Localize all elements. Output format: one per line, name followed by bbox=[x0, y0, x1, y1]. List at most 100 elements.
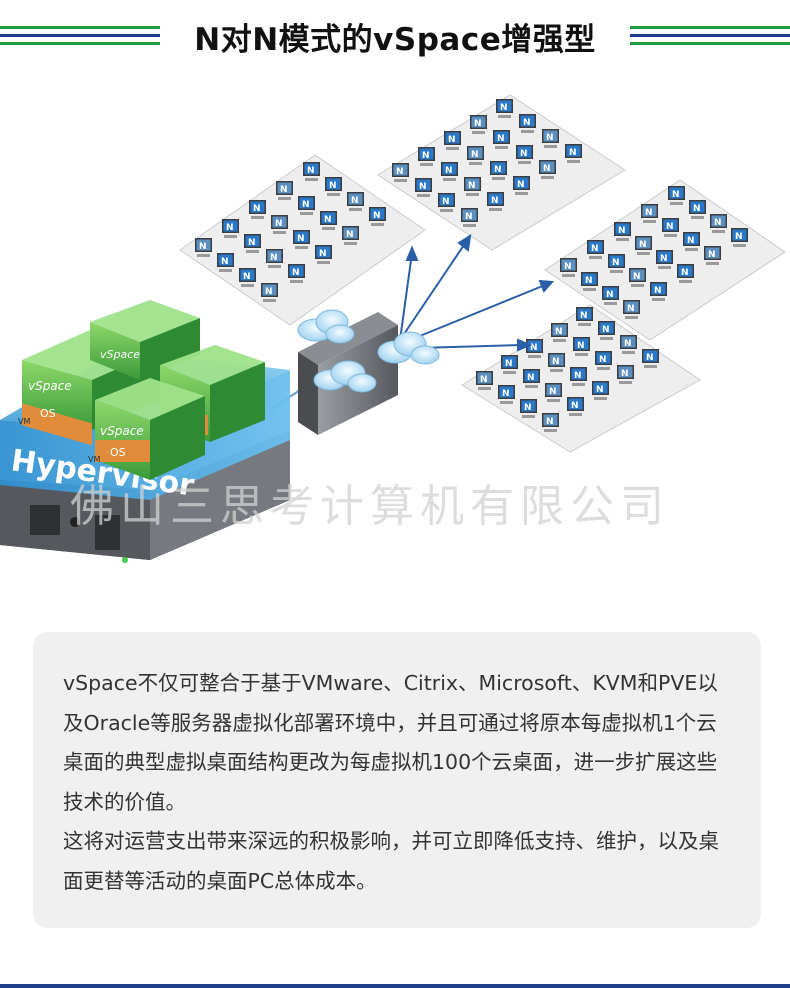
monitor-icon: N bbox=[523, 369, 540, 388]
monitor-badge: N bbox=[618, 226, 626, 236]
monitor-badge: N bbox=[624, 339, 632, 349]
title-decoration-right bbox=[630, 26, 790, 50]
monitor-icon: N bbox=[573, 337, 590, 356]
monitor-badge: N bbox=[552, 357, 560, 367]
monitor-badge: N bbox=[297, 234, 305, 244]
monitor-badge: N bbox=[422, 151, 430, 161]
monitor-icon: N bbox=[320, 211, 337, 230]
monitor-badge: N bbox=[523, 118, 531, 128]
monitor-icon: N bbox=[650, 282, 667, 301]
monitor-icon: N bbox=[418, 147, 435, 166]
svg-text:vSpace: vSpace bbox=[100, 424, 144, 438]
monitor-icon: N bbox=[602, 286, 619, 305]
title-decoration-left bbox=[0, 26, 160, 50]
monitor-icon: N bbox=[598, 321, 615, 340]
monitor-badge: N bbox=[248, 238, 256, 248]
monitor-badge: N bbox=[681, 268, 689, 278]
monitor-badge: N bbox=[564, 262, 572, 272]
svg-text:vSpace: vSpace bbox=[28, 379, 72, 393]
monitor-icon: N bbox=[548, 353, 565, 372]
svg-text:vSpace: vSpace bbox=[100, 348, 140, 361]
monitor-icon: N bbox=[614, 222, 631, 241]
monitor-icon: N bbox=[217, 253, 234, 272]
monitor-icon: N bbox=[239, 268, 256, 287]
description-text: vSpace不仅可整合于基于VMware、Citrix、Microsoft、KV… bbox=[63, 664, 733, 901]
monitor-badge: N bbox=[639, 240, 647, 250]
monitor-icon: N bbox=[620, 335, 637, 354]
monitor-icon: N bbox=[325, 177, 342, 196]
monitor-icon: N bbox=[608, 254, 625, 273]
monitor-icon: N bbox=[551, 323, 568, 342]
monitor-badge: N bbox=[307, 166, 315, 176]
monitor-icon: N bbox=[496, 99, 513, 118]
monitor-badge: N bbox=[627, 304, 635, 314]
vm-box: vSpace OS bbox=[95, 378, 205, 480]
monitor-badge: N bbox=[606, 290, 614, 300]
monitor-icon: N bbox=[476, 371, 493, 390]
monitor-icon: N bbox=[467, 146, 484, 165]
monitor-icon: N bbox=[545, 383, 562, 402]
monitor-badge: N bbox=[351, 196, 359, 206]
paragraph: vSpace不仅可整合于基于VMware、Citrix、Microsoft、KV… bbox=[63, 671, 718, 814]
monitor-badge: N bbox=[445, 166, 453, 176]
monitor-icon: N bbox=[347, 192, 364, 211]
monitor-badge: N bbox=[505, 359, 513, 369]
monitor-icon: N bbox=[441, 162, 458, 181]
monitor-badge: N bbox=[527, 373, 535, 383]
monitor-icon: N bbox=[576, 307, 593, 326]
monitor-badge: N bbox=[524, 403, 532, 413]
monitor-badge: N bbox=[735, 232, 743, 242]
monitor-icon: N bbox=[244, 234, 261, 253]
monitor-badge: N bbox=[660, 254, 668, 264]
svg-text:OS: OS bbox=[40, 407, 56, 420]
monitor-badge: N bbox=[253, 204, 261, 214]
monitor-badge: N bbox=[221, 257, 229, 267]
monitor-badge: N bbox=[480, 375, 488, 385]
monitor-icon: N bbox=[266, 249, 283, 268]
bottom-divider bbox=[0, 984, 790, 988]
page-title: N对N模式的vSpace增强型 bbox=[194, 22, 596, 58]
monitor-icon: N bbox=[520, 399, 537, 418]
monitor-icon: N bbox=[570, 367, 587, 386]
monitor-badge: N bbox=[448, 135, 456, 145]
monitor-badge: N bbox=[474, 119, 482, 129]
monitor-badge: N bbox=[602, 325, 610, 335]
monitor-badge: N bbox=[714, 218, 722, 228]
monitor-badge: N bbox=[243, 272, 251, 282]
monitor-icon: N bbox=[249, 200, 266, 219]
monitor-badge: N bbox=[549, 387, 557, 397]
monitor-icon: N bbox=[539, 160, 556, 179]
monitor-icon: N bbox=[271, 215, 288, 234]
monitor-icon: N bbox=[595, 351, 612, 370]
monitor-badge: N bbox=[275, 219, 283, 229]
monitor-icon: N bbox=[683, 232, 700, 251]
monitor-icon: N bbox=[656, 250, 673, 269]
monitor-icon: N bbox=[261, 283, 278, 302]
monitor-badge: N bbox=[546, 133, 554, 143]
network-illustration: NNNNNNNNNNNNNNNNNNNNNNNNNNNNNNNNNNNNNNNN… bbox=[0, 94, 786, 563]
monitor-icon: N bbox=[493, 130, 510, 149]
monitor-badge: N bbox=[517, 180, 525, 190]
monitor-badge: N bbox=[442, 197, 450, 207]
monitor-icon: N bbox=[298, 196, 315, 215]
monitor-icon: N bbox=[542, 129, 559, 148]
monitor-badge: N bbox=[654, 286, 662, 296]
monitor-badge: N bbox=[693, 204, 701, 214]
monitor-badge: N bbox=[226, 223, 234, 233]
monitor-icon: N bbox=[303, 162, 320, 181]
monitor-badge: N bbox=[319, 249, 327, 259]
monitor-badge: N bbox=[497, 134, 505, 144]
monitor-icon: N bbox=[369, 207, 386, 226]
monitor-icon: N bbox=[315, 245, 332, 264]
monitor-badge: N bbox=[302, 200, 310, 210]
monitor-badge: N bbox=[419, 182, 427, 192]
monitor-icon: N bbox=[623, 300, 640, 319]
monitor-badge: N bbox=[645, 208, 653, 218]
monitor-badge: N bbox=[468, 181, 476, 191]
monitor-badge: N bbox=[574, 371, 582, 381]
monitor-badge: N bbox=[571, 401, 579, 411]
monitor-badge: N bbox=[577, 341, 585, 351]
monitor-badge: N bbox=[265, 287, 273, 297]
monitor-badge: N bbox=[520, 149, 528, 159]
monitor-badge: N bbox=[500, 103, 508, 113]
